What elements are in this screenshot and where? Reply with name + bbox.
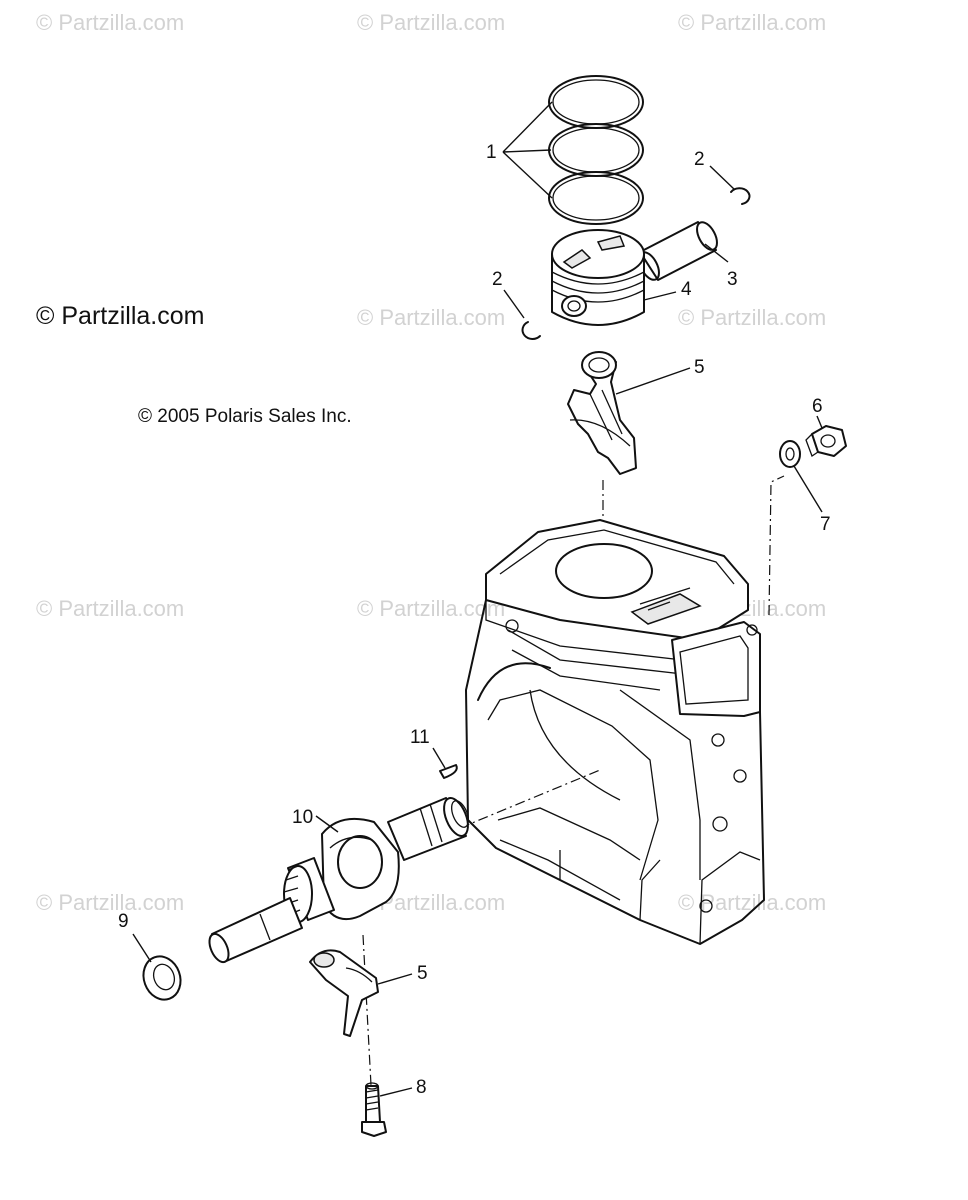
watermark: © Partzilla.com [357, 10, 506, 35]
callout-4: 4 [681, 279, 692, 300]
callout-7: 7 [820, 514, 831, 535]
piston-rings [548, 75, 644, 225]
copyright-text: © 2005 Polaris Sales Inc. [138, 406, 352, 427]
callout-2: 2 [694, 149, 705, 170]
callout-5: 5 [694, 357, 705, 378]
watermark: © Partzilla.com [678, 305, 827, 330]
watermark: © Partzilla.com [36, 596, 185, 621]
callout-8: 8 [416, 1077, 427, 1098]
callout-10: 10 [292, 807, 314, 828]
nut [805, 425, 847, 457]
watermark: © Partzilla.com [678, 10, 827, 35]
callout-5: 5 [417, 963, 428, 984]
circlip-lower [521, 321, 541, 340]
watermark: © Partzilla.com [36, 890, 185, 915]
crankshaft [208, 797, 469, 964]
watermark: © Partzilla.com [36, 10, 185, 35]
oil-seal [142, 955, 182, 1001]
callout-1: 1 [486, 142, 497, 163]
callout-3: 3 [727, 269, 738, 290]
callout-6: 6 [812, 396, 823, 417]
washer [779, 440, 801, 468]
woodruff-key [439, 764, 458, 779]
connecting-rod [567, 351, 637, 475]
callout-9: 9 [118, 911, 129, 932]
circlip-upper [730, 187, 751, 205]
callout-2: 2 [492, 269, 503, 290]
rod-bolt [361, 1082, 387, 1137]
watermark: © Partzilla.com [357, 596, 506, 621]
piston-pin [638, 221, 718, 281]
callout-11: 11 [410, 727, 430, 748]
brand-watermark: © Partzilla.com [36, 302, 205, 330]
crankcase-cylinder [465, 519, 765, 945]
rod-cap [309, 949, 379, 1037]
watermark: © Partzilla.com [357, 305, 506, 330]
piston [551, 229, 645, 326]
